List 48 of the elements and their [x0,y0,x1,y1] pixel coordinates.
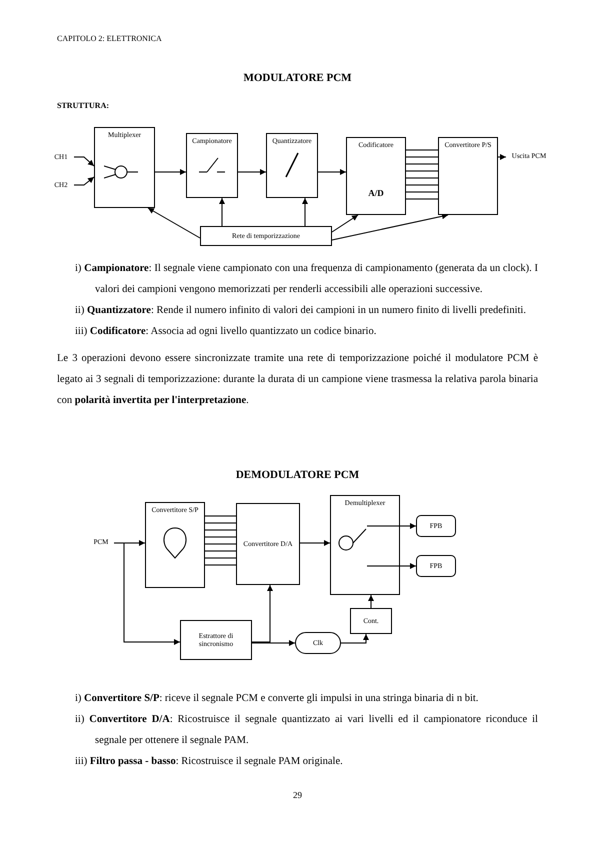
block-box [350,608,392,634]
bus-lines [204,516,236,566]
arrow [332,213,448,240]
arrow [340,634,369,644]
section-title: MODULATORE PCM [243,72,352,85]
list-item: i) Convertitore S/P: riceve il segnale PCM e converte gli impulsi in una stringa binaria di n bit. [75,692,480,706]
list-item: ii) Quantizzatore: Rende il numero infinito di valori dei campioni in un numero finito di livelli predefiniti. [75,304,527,318]
list-item: ii) Convertitore D/A: Ricostruisce il segnale quantizzato ai vari livelli ed il campionatore riconduce il segnale per ottenere il segnale PAM. [75,713,538,748]
filter-box [416,555,456,577]
arrow [498,154,506,160]
block-box [346,137,406,215]
arrow [154,169,186,175]
block-box [438,137,498,215]
arrow [368,594,374,608]
subheading: STRUTTURA: [57,101,110,111]
arrow [74,176,94,186]
block-box [200,226,332,246]
block-box [266,133,318,198]
block-box [180,620,252,660]
bus-lines [406,150,438,200]
section-title: DEMODULATORE PCM [236,469,360,482]
list-item: iii) Codificatore: Associa ad ogni livello quantizzato un codice binario. [75,325,378,339]
arrow [74,156,94,166]
block-box [330,495,400,595]
arrow [238,169,266,175]
arrow [400,523,416,529]
arrow [252,640,296,646]
arrow [114,542,180,645]
arrow [219,198,225,226]
rounded-box [295,632,341,654]
arrow [148,208,200,238]
arrow [302,198,308,226]
arrow [332,214,358,232]
arrow [300,540,330,546]
block-box [94,127,155,208]
page-header: CAPITOLO 2: ELETTRONICA [57,34,162,44]
block-label: A/D [368,188,384,198]
list-item: iii) Filtro passa - basso: Ricostruisce il segnale PAM originale. [75,755,344,769]
paragraph: Le 3 operazioni devono essere sincronizzate tramite una rete di temporizzazione poiché il modulatore PCM è legato ai 3 segnali di temporizzazione: durante la durata di un campione viene trasmessa la relativa parola binaria con polarità invertita per l'interpretazione. [57,352,538,408]
block-box [236,503,300,585]
arrow [400,563,416,569]
arrow [318,169,346,175]
block-box [186,133,238,198]
filter-box [416,515,456,537]
block-box [145,502,205,588]
page-number: 29 [293,790,302,801]
arrow [252,584,273,642]
list-item: i) Campionatore: Il segnale viene campionato con una frequenza di campionamento (generata da un clock). I valori dei campioni vengono memorizzati per renderli accessibili alle operazioni successive. [75,262,538,297]
